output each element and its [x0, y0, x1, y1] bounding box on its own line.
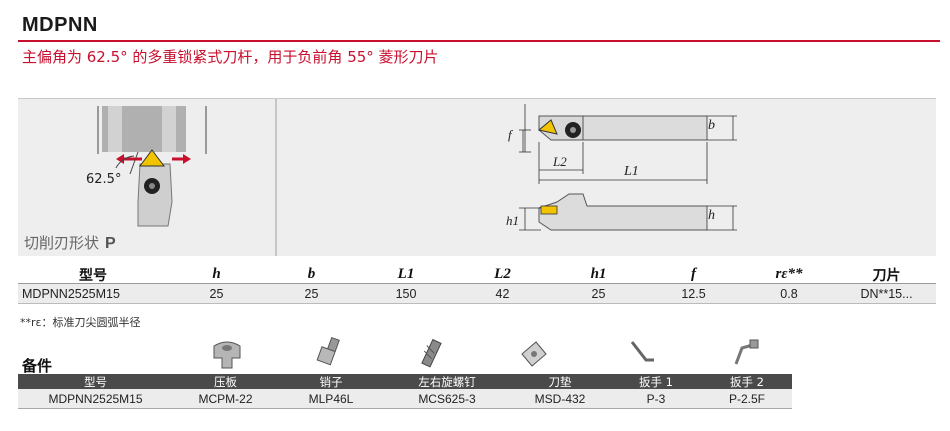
cell-h1: 25	[591, 286, 606, 301]
page-subtitle: 主偏角为 62.5° 的多重锁紧式刀杆，用于负前角 55° 菱形刀片	[22, 48, 439, 66]
col-header-l2: L2	[494, 266, 511, 282]
shape-caption-text: 切削刃形状	[24, 234, 100, 252]
dim-l2: L2	[553, 154, 567, 169]
col-header-h1: h1	[590, 266, 607, 282]
shim-icon	[521, 341, 547, 367]
acc-cell-screw: MCS625-3	[418, 391, 476, 406]
accessories-table: 型号 压板 销子 左右旋螺钉 刀垫 扳手 1 扳手 2 MDPNN2525M15…	[18, 374, 792, 409]
dim-l1: L1	[624, 164, 639, 179]
acc-cell-clamp: MCPM-22	[198, 391, 253, 406]
cell-model: MDPNN2525M15	[22, 286, 120, 301]
acc-cell-wrench2: P-2.5F	[728, 391, 765, 406]
acc-cell-pin: MLP46L	[308, 391, 354, 406]
dim-h1: h1	[506, 213, 519, 228]
dim-f: f	[508, 127, 512, 142]
cell-l2: 42	[495, 286, 510, 301]
acc-cell-shim: MSD-432	[534, 391, 586, 406]
shape-code: P	[105, 235, 116, 252]
acc-cell-model: MDPNN2525M15	[48, 391, 143, 406]
dim-b: b	[708, 118, 715, 133]
page-title: MDPNN	[22, 14, 98, 36]
wrench-2-icon	[734, 339, 759, 365]
title-divider	[18, 40, 940, 42]
pin-icon	[316, 336, 340, 366]
cell-insert: DN**15...	[860, 286, 913, 301]
col-header-h: h	[212, 266, 221, 282]
acc-cell-wrench1: P-3	[646, 391, 666, 406]
acc-col-wrench2: 扳手 2	[730, 374, 764, 389]
spec-table-header: 型号 h b L1 L2 h1 f rε** 刀片	[18, 266, 936, 284]
diagram-divider	[275, 98, 277, 256]
side-view	[519, 193, 737, 231]
accessories-title: 备件	[22, 357, 53, 375]
acc-col-model: 型号	[84, 374, 107, 389]
angle-label: 62.5°	[86, 172, 122, 187]
acc-col-clamp: 压板	[214, 374, 237, 389]
table-row: MDPNN2525M15 MCPM-22 MLP46L MCS625-3 MSD…	[18, 389, 792, 409]
clamp-icon	[213, 341, 241, 369]
cell-l1: 150	[395, 286, 417, 301]
tool-holder	[137, 163, 173, 227]
cell-h: 25	[209, 286, 224, 301]
acc-col-screw: 左右旋螺钉	[418, 374, 476, 389]
acc-col-shim: 刀垫	[548, 374, 572, 389]
footnote: **rε：标准刀尖圆弧半径	[20, 316, 141, 329]
spec-table: 型号 h b L1 L2 h1 f rε** 刀片 MDPNN2525M15 2…	[18, 266, 936, 304]
col-header-insert: 刀片	[872, 267, 901, 284]
shape-caption: 切削刃形状 P	[24, 232, 116, 253]
cutting-shape-diagram	[97, 106, 207, 227]
col-header-f: f	[691, 266, 696, 282]
accessory-icons	[0, 336, 950, 376]
cell-b: 25	[304, 286, 319, 301]
top-view	[519, 104, 737, 184]
accessories-header: 型号 压板 销子 左右旋螺钉 刀垫 扳手 1 扳手 2	[18, 374, 792, 389]
col-header-radius: rε**	[775, 266, 803, 282]
cell-radius: 0.8	[780, 286, 798, 301]
col-header-b: b	[307, 266, 316, 282]
acc-col-wrench1: 扳手 1	[639, 374, 673, 389]
col-header-model: 型号	[79, 267, 107, 284]
cell-f: 12.5	[681, 286, 706, 301]
dimension-diagram	[519, 104, 737, 231]
screw-icon	[421, 338, 442, 368]
table-row: MDPNN2525M15 25 25 150 42 25 12.5 0.8 DN…	[18, 284, 936, 304]
col-header-l1: L1	[397, 266, 415, 282]
dim-h: h	[708, 208, 715, 223]
insert-icon	[139, 149, 165, 167]
acc-col-pin: 销子	[319, 374, 343, 389]
wrench-icon	[630, 341, 654, 362]
